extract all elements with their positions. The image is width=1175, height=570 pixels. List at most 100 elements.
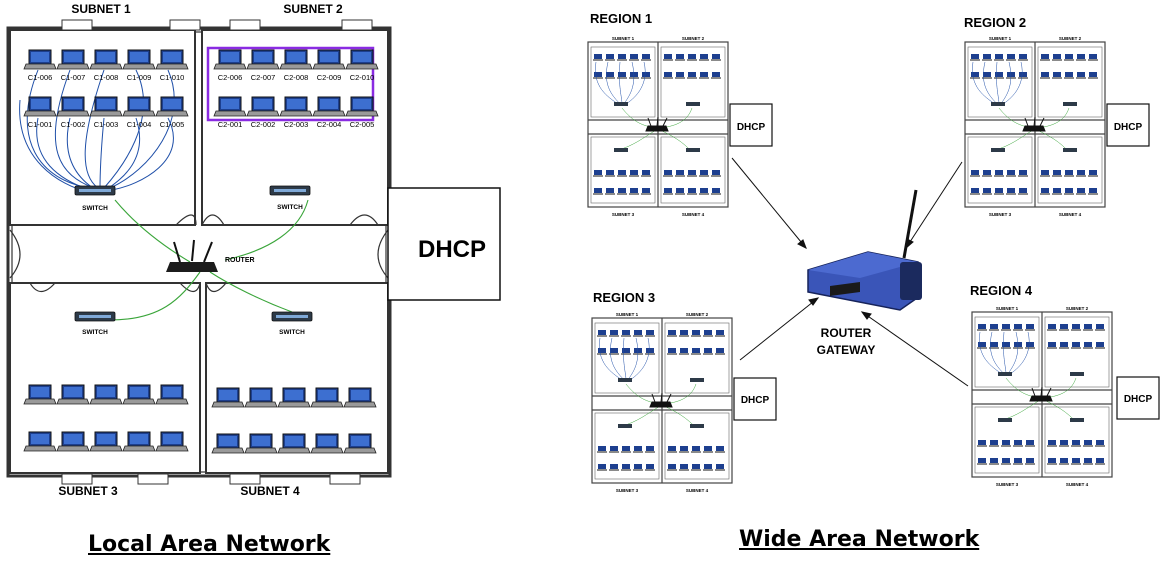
laptop-icon [609, 464, 619, 471]
laptop-icon [977, 342, 987, 349]
laptop-icon [246, 49, 280, 70]
switch-icon [686, 148, 700, 152]
laptop-icon [343, 433, 377, 454]
computer-label: C2-009 [317, 73, 342, 82]
laptop-icon [1064, 170, 1074, 177]
laptop-icon [1095, 324, 1105, 331]
laptop-icon [597, 330, 607, 337]
laptop-icon [989, 324, 999, 331]
laptop-icon [1083, 458, 1093, 465]
region-4-dhcp-label: DHCP [1124, 394, 1153, 405]
laptop-icon [1006, 188, 1016, 195]
laptop-icon [1025, 458, 1035, 465]
laptop-icon [1071, 440, 1081, 447]
laptop-icon [1001, 342, 1011, 349]
laptop-icon [989, 440, 999, 447]
router-icon [645, 116, 669, 132]
laptop-icon [675, 188, 685, 195]
laptop-icon [122, 96, 156, 117]
laptop-icon [345, 49, 379, 70]
laptop-icon [122, 384, 156, 405]
laptop-icon [89, 431, 123, 452]
router-icon [165, 239, 219, 273]
laptop-icon [1013, 440, 1023, 447]
laptop-icon [982, 54, 992, 61]
mini-subnet-label: SUBNET 1 [616, 312, 639, 317]
laptop-icon [593, 72, 603, 79]
switch-icon [686, 102, 700, 106]
switch-icon [991, 102, 1005, 106]
mini-subnet-label: SUBNET 2 [682, 36, 705, 41]
laptop-icon [89, 96, 123, 117]
region-1-label: REGION 1 [590, 11, 652, 26]
laptop-icon [667, 330, 677, 337]
laptop-icon [1052, 188, 1062, 195]
gateway-label-gateway: GATEWAY [817, 343, 876, 357]
laptop-icon [56, 49, 90, 70]
laptop-icon [23, 96, 57, 117]
mini-subnet-label: SUBNET 3 [989, 212, 1012, 217]
laptop-icon [1040, 170, 1050, 177]
mini-subnet-label: SUBNET 4 [686, 488, 709, 493]
switch-icon [269, 185, 311, 196]
computer-label: C1-006 [28, 73, 53, 82]
switch-icon [998, 372, 1012, 376]
switch-icon [1063, 148, 1077, 152]
laptop-icon [155, 49, 189, 70]
wan-caption: Wide Area Network [739, 527, 980, 552]
laptop-icon [1088, 188, 1098, 195]
laptop-icon [211, 433, 245, 454]
laptop-icon [994, 54, 1004, 61]
laptop-icon [711, 170, 721, 177]
subnet-2-selection [206, 46, 375, 122]
laptop-icon [1052, 170, 1062, 177]
region-3-dhcp-label: DHCP [741, 395, 770, 406]
computer-label: C1-001 [28, 120, 53, 129]
laptop-icon [1083, 342, 1093, 349]
computer-label: C2-001 [218, 120, 243, 129]
laptop-icon [970, 72, 980, 79]
region-1-dhcp-label: DHCP [737, 122, 766, 133]
laptop-icon [605, 54, 615, 61]
laptop-icon [617, 72, 627, 79]
laptop-icon [977, 440, 987, 447]
laptop-icon [1025, 440, 1035, 447]
laptop-icon [1047, 342, 1057, 349]
computer-label: C2-006 [218, 73, 243, 82]
laptop-icon [645, 464, 655, 471]
laptop-icon [629, 170, 639, 177]
laptop-icon [703, 330, 713, 337]
laptop-icon [621, 446, 631, 453]
laptop-icon [1059, 324, 1069, 331]
laptop-icon [679, 348, 689, 355]
laptop-icon [641, 72, 651, 79]
region-3-dhcp-box [733, 377, 777, 421]
laptop-icon [597, 348, 607, 355]
laptop-icon [312, 49, 346, 70]
laptop-icon [609, 330, 619, 337]
laptop-icon [1076, 72, 1086, 79]
computer-label: C2-002 [251, 120, 276, 129]
laptop-icon [1006, 170, 1016, 177]
laptop-icon [1095, 458, 1105, 465]
mini-subnet-label: SUBNET 3 [996, 482, 1019, 487]
switch-icon [998, 418, 1012, 422]
switch-icon [618, 424, 632, 428]
router-icon [1022, 116, 1046, 132]
region-1-dhcp-box [729, 103, 773, 147]
laptop-icon [279, 49, 313, 70]
laptop-icon [1076, 188, 1086, 195]
laptop-icon [597, 464, 607, 471]
uplink-cables [109, 199, 309, 321]
computer-label: C1-003 [94, 120, 119, 129]
mini-subnet-label: SUBNET 2 [1059, 36, 1082, 41]
computer-label: C2-004 [317, 120, 342, 129]
laptop-icon [645, 446, 655, 453]
laptop-icon [982, 188, 992, 195]
laptop-icon [1064, 54, 1074, 61]
laptop-icon [155, 384, 189, 405]
